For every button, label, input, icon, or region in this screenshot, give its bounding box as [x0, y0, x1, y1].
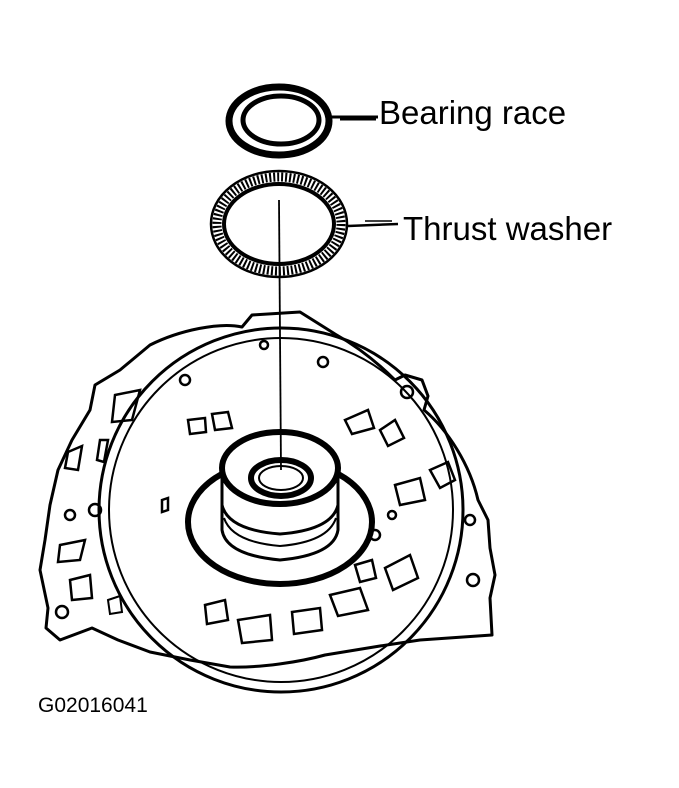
thrust-washer-leader: [347, 220, 399, 228]
central-hub: [185, 429, 375, 587]
bearing-race-ring: [225, 83, 333, 159]
bearing-race-label: Bearing race: [379, 94, 566, 131]
thrust-washer-label: Thrust washer: [403, 210, 612, 247]
bearing-race-leader: [329, 115, 378, 121]
figure-id: G02016041: [38, 694, 148, 717]
assembly-centerline: [278, 199, 282, 471]
